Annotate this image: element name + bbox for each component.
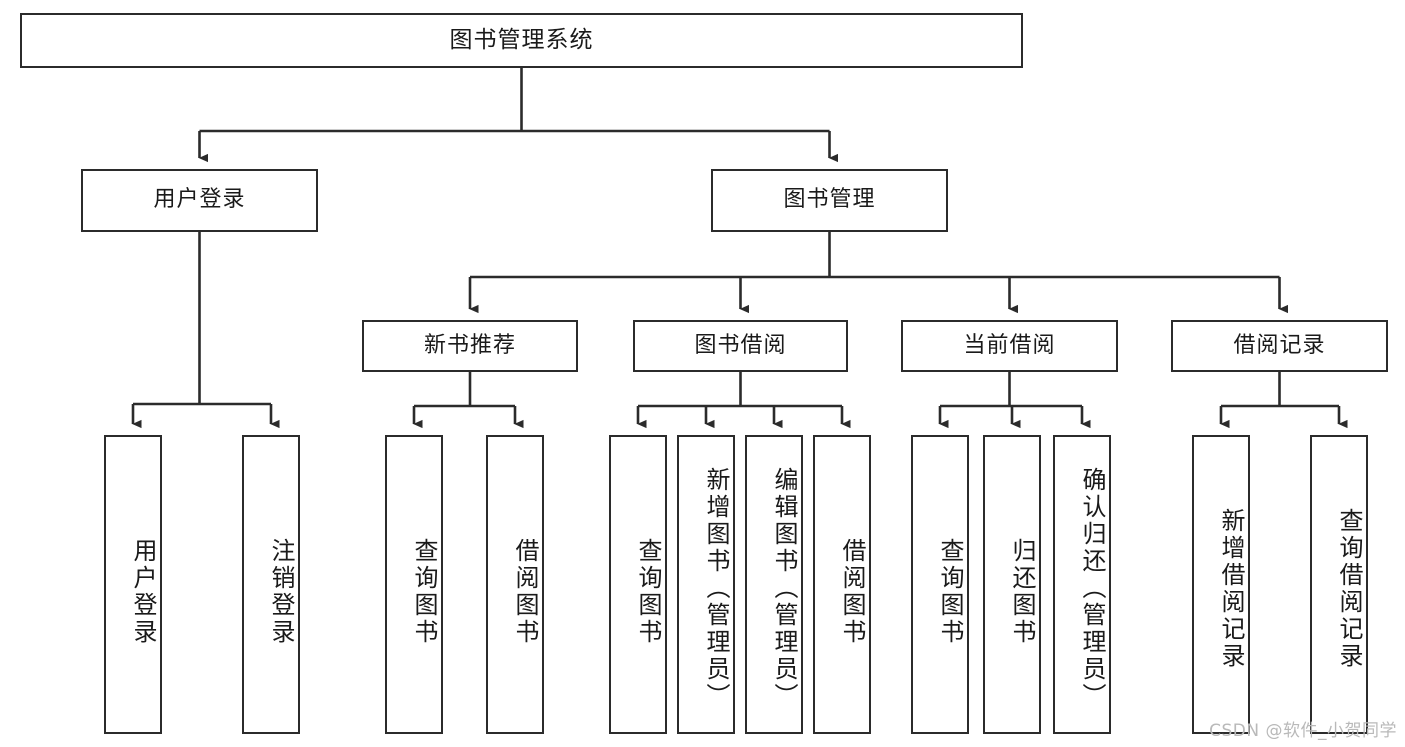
node-label: 新增图书（管理员） [702, 467, 730, 710]
node-leaf-query-book-3: 查询图书 [911, 435, 969, 734]
node-label: 编辑图书（管理员） [770, 467, 798, 710]
node-label: 查询图书 [410, 537, 438, 646]
node-label: 借阅记录 [1233, 332, 1326, 358]
watermark-label: CSDN @软件_小贺同学 [1209, 721, 1397, 741]
node-label: 图书管理系统 [449, 26, 594, 53]
node-user-login: 用户登录 [81, 169, 318, 232]
node-label: 查询图书 [634, 537, 662, 646]
node-leaf-add-borrow-record: 新增借阅记录 [1192, 435, 1250, 734]
node-book-borrow: 图书借阅 [633, 320, 848, 372]
node-leaf-confirm-return: 确认归还（管理员） [1053, 435, 1111, 734]
node-label: 借阅图书 [838, 537, 866, 646]
node-label: 当前借阅 [963, 332, 1056, 358]
node-borrow-record: 借阅记录 [1171, 320, 1388, 372]
node-leaf-logout-login: 注销登录 [242, 435, 300, 734]
node-leaf-borrow-book-1: 借阅图书 [486, 435, 544, 734]
node-book-management: 图书管理 [711, 169, 948, 232]
node-label: 查询借阅记录 [1335, 507, 1363, 670]
node-root: 图书管理系统 [20, 13, 1023, 68]
node-leaf-query-book-2: 查询图书 [609, 435, 667, 734]
node-label: 图书管理 [783, 187, 876, 213]
node-label: 新增借阅记录 [1217, 507, 1245, 670]
node-leaf-add-book: 新增图书（管理员） [677, 435, 735, 734]
node-leaf-query-borrow-record: 查询借阅记录 [1310, 435, 1368, 734]
node-label: 用户登录 [129, 537, 157, 646]
node-current-borrow: 当前借阅 [901, 320, 1118, 372]
node-label: 注销登录 [267, 537, 295, 646]
node-leaf-query-book-1: 查询图书 [385, 435, 443, 734]
node-leaf-borrow-book-2: 借阅图书 [813, 435, 871, 734]
node-label: 查询图书 [936, 537, 964, 646]
node-label: 新书推荐 [423, 332, 516, 358]
node-label: 用户登录 [153, 187, 246, 213]
node-label: 归还图书 [1008, 537, 1036, 646]
node-label: 借阅图书 [511, 537, 539, 646]
node-label: 确认归还（管理员） [1078, 467, 1106, 710]
node-new-book-recommend: 新书推荐 [362, 320, 578, 372]
node-leaf-return-book: 归还图书 [983, 435, 1041, 734]
node-label: 图书借阅 [694, 332, 787, 358]
node-leaf-edit-book: 编辑图书（管理员） [745, 435, 803, 734]
node-leaf-user-login: 用户登录 [104, 435, 162, 734]
